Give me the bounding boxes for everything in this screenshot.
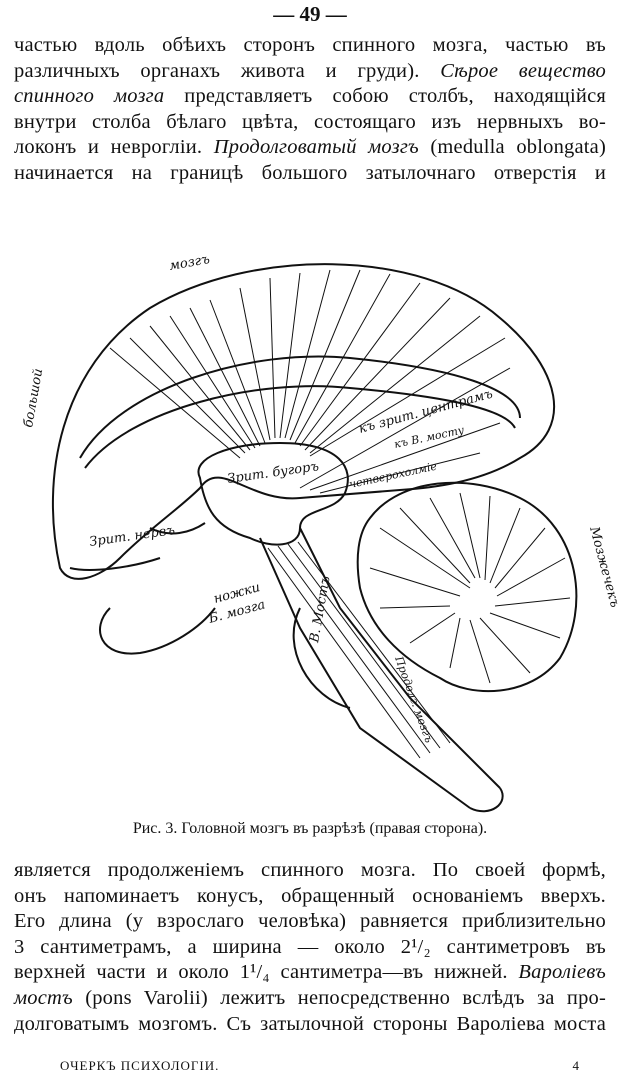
- text-line: 3 сантиметрамъ, а ширина — около 2¹/₂ са…: [14, 935, 606, 961]
- label-pons: В. Мостъ: [307, 575, 334, 645]
- italic-term: мостъ: [14, 986, 73, 1009]
- italic-term: Продолговатый мозгъ: [213, 136, 419, 159]
- label-cerebellum: Мозжечекъ: [586, 524, 620, 609]
- italic-term: спинного мозга: [14, 85, 165, 108]
- page-number: — 49 —: [273, 2, 347, 26]
- text-segment: локонъ и невроглiи.: [14, 136, 214, 159]
- text-line: локонъ и невроглiи. Продолговатый мозгъ …: [14, 135, 606, 161]
- italic-term: Сѣрое вещество: [440, 59, 606, 82]
- italic-term: Варолiевъ: [518, 961, 606, 984]
- text-segment: онъ напоминаетъ конусъ, обращенный основ…: [14, 884, 606, 907]
- footer-signature-number: 4: [572, 1058, 580, 1073]
- text-line: верхней части и около 1¹/₄ сантиметра—въ…: [14, 960, 606, 986]
- text-line: различныхъ органахъ живота и груди). Сѣр…: [14, 59, 606, 85]
- text-line: онъ напоминаетъ конусъ, обращенный основ…: [14, 884, 606, 910]
- body-text-bottom: является продолженіемъ спинного мозга. П…: [14, 858, 606, 1037]
- text-segment: Его длина (у взрослаго человѣка) равняет…: [14, 910, 606, 933]
- text-line: спинного мозга представляетъ собою столб…: [14, 84, 606, 110]
- corpus-callosum: [79, 355, 521, 459]
- text-segment: (pons Varolii) лежитъ непосредственно вс…: [72, 986, 606, 1009]
- page-footer: ОЧЕРКЪ ПСИХОЛОГІИ. 4: [60, 1058, 580, 1074]
- body-text-top: частью вдоль обѣихъ сторонъ спинного моз…: [14, 33, 606, 187]
- thalamus-outline: [197, 441, 349, 546]
- label-thalamus: Зрит. бугоръ: [226, 459, 320, 487]
- label-to-visual-centers: къ зрит. центрамъ: [357, 387, 495, 437]
- text-segment: верхней части и около 1¹/₄ сантиметра—въ…: [14, 961, 519, 984]
- cerebrum-outline: [51, 263, 555, 580]
- pons-bulge: [292, 607, 351, 709]
- label-cerebrum-side: большой: [21, 367, 46, 428]
- text-line: мостъ (pons Varolii) лежитъ непосредстве…: [14, 986, 606, 1012]
- cerebellum-outline: [356, 481, 578, 693]
- text-segment: долговатымъ мозгомъ. Съ затылочной сторо…: [14, 1012, 606, 1035]
- text-segment: различныхъ органахъ живота и груди).: [14, 59, 441, 82]
- label-cerebrum-top: мозгъ: [168, 252, 211, 274]
- text-segment: представляетъ собою столбъ, находящійся: [164, 85, 606, 108]
- text-line: частью вдоль обѣихъ сторонъ спинного моз…: [14, 33, 606, 59]
- text-segment: является продолженіемъ спинного мозга. П…: [14, 859, 606, 881]
- text-line: долговатымъ мозгомъ. Съ затылочной сторо…: [14, 1012, 606, 1038]
- text-segment: 3 сантиметрамъ, а ширина — около 2¹/₂ са…: [14, 935, 606, 958]
- text-segment: начинается на границѣ большого затылочна…: [14, 161, 606, 184]
- brain-illustration: мозгъ большой къ зрит. центрамъ къ В. мо…: [21, 252, 620, 813]
- text-segment: частью вдоль обѣихъ сторонъ спинного моз…: [14, 34, 606, 56]
- figure-caption: Рис. 3. Головной мозгъ въ разрѣзѣ (права…: [132, 820, 488, 837]
- text-line: начинается на границѣ большого затылочна…: [14, 161, 606, 187]
- text-line: является продолженіемъ спинного мозга. П…: [14, 858, 606, 884]
- text-line: Его длина (у взрослаго человѣка) равняет…: [14, 909, 606, 935]
- text-segment: внутри столба бѣлаго цвѣта, состоящаго и…: [14, 110, 606, 133]
- label-to-pons: къ В. мосту: [393, 423, 466, 451]
- brainstem: [259, 527, 501, 809]
- footer-book-title: ОЧЕРКЪ ПСИХОЛОГІИ.: [60, 1058, 220, 1073]
- text-segment: (medulla oblongata): [418, 136, 607, 159]
- text-line: внутри столба бѣлаго цвѣта, состоящаго и…: [14, 110, 606, 136]
- temporal-lobe: [99, 607, 216, 655]
- figure-brain-section: мозгъ большой къ зрит. центрамъ къ В. мо…: [0, 228, 620, 818]
